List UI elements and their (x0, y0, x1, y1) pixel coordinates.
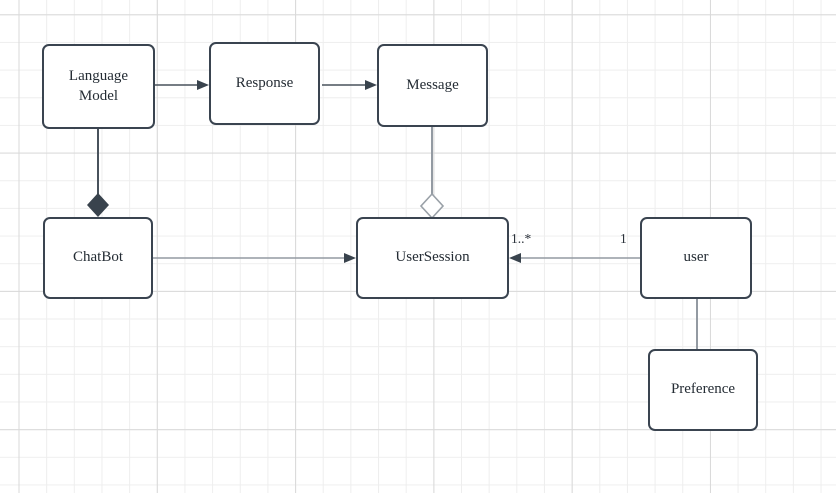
node-preference[interactable]: Preference (648, 349, 758, 431)
node-user[interactable]: user (640, 217, 752, 299)
arrowhead-response-icon (197, 80, 209, 90)
node-response[interactable]: Response (209, 42, 320, 125)
node-preference-label: Preference (670, 381, 736, 398)
aggregation-diamond-icon (419, 192, 445, 220)
arrowhead-message-icon (365, 80, 377, 90)
node-message[interactable]: Message (377, 44, 488, 127)
node-user-label: user (683, 249, 709, 266)
node-message-label: Message (406, 76, 459, 93)
multiplicity-user-session: 1..* (511, 231, 532, 246)
composition-diamond-icon (87, 193, 109, 217)
node-language-model[interactable]: Language Model (42, 44, 155, 129)
multiplicity-user: 1 (620, 231, 627, 246)
node-language-model-label: Language Model (68, 68, 129, 104)
arrowhead-user-session-left-icon (509, 253, 521, 263)
node-response-label: Response (235, 74, 294, 91)
node-user-session-label: UserSession (395, 249, 470, 266)
node-chatbot-label: ChatBot (72, 249, 123, 266)
arrowhead-user-session-right-icon (344, 253, 356, 263)
node-user-session[interactable]: UserSession (356, 217, 509, 299)
node-chatbot[interactable]: ChatBot (43, 217, 153, 299)
